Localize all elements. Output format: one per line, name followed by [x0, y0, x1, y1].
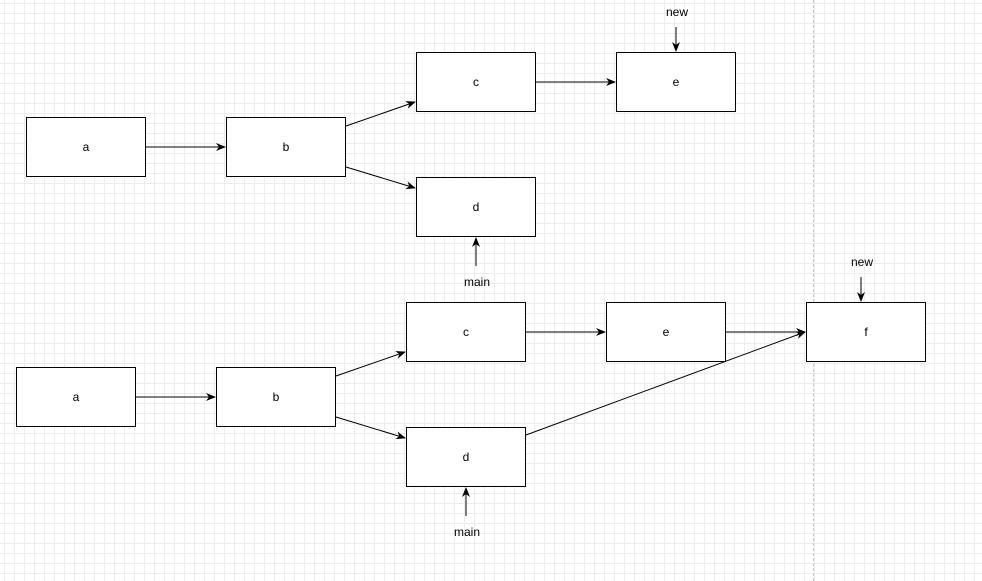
- edge-bottom-d-f: [525, 331, 806, 436]
- bottom-main-label[interactable]: main: [453, 525, 480, 539]
- edge-top-b-d: [345, 166, 416, 190]
- bottom-node-f[interactable]: f: [806, 302, 926, 362]
- bottom-node-d-label: d: [462, 450, 470, 464]
- bottom-node-c[interactable]: c: [406, 302, 526, 362]
- top-node-b[interactable]: b: [226, 117, 346, 177]
- bottom-node-c-label: c: [463, 325, 469, 339]
- top-node-a-label: a: [82, 140, 90, 154]
- edge-bottom-b-c: [335, 351, 406, 377]
- top-node-d[interactable]: d: [416, 177, 536, 237]
- top-node-b-label: b: [282, 140, 290, 154]
- top-node-e[interactable]: e: [616, 52, 736, 112]
- top-node-e-label: e: [672, 75, 680, 89]
- bottom-node-e-label: e: [662, 325, 670, 339]
- top-node-c-label: c: [473, 75, 479, 89]
- top-main-label[interactable]: main: [463, 275, 490, 289]
- bottom-node-b[interactable]: b: [216, 367, 336, 427]
- bottom-node-f-label: f: [864, 325, 868, 339]
- bottom-node-d[interactable]: d: [406, 427, 526, 487]
- bottom-new-label[interactable]: new: [850, 255, 873, 269]
- top-new-label[interactable]: new: [665, 5, 688, 19]
- bottom-node-b-label: b: [272, 390, 280, 404]
- top-node-a[interactable]: a: [26, 117, 146, 177]
- page-boundary-divider: [813, 0, 814, 581]
- top-node-d-label: d: [472, 200, 480, 214]
- bottom-node-a-label: a: [72, 390, 80, 404]
- edge-bottom-b-d: [335, 416, 406, 440]
- edge-top-b-c: [345, 101, 416, 127]
- top-node-c[interactable]: c: [416, 52, 536, 112]
- bottom-node-e[interactable]: e: [606, 302, 726, 362]
- bottom-node-a[interactable]: a: [16, 367, 136, 427]
